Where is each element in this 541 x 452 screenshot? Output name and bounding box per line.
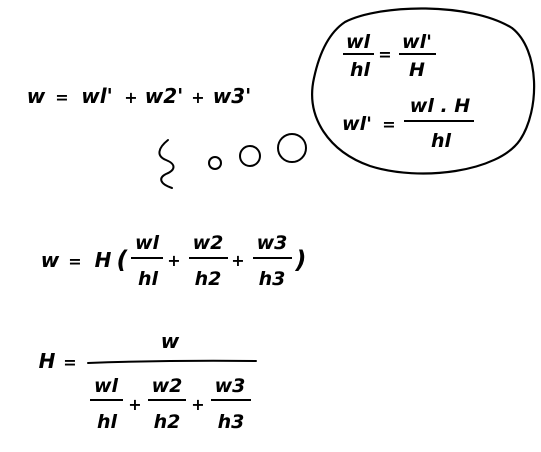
sum-w: w: [27, 84, 46, 108]
solved-equals-sign: =: [63, 353, 76, 372]
solved-fraction-1-numerator: wl: [94, 375, 119, 397]
sum-equation: w = wl' + w2' + w3': [27, 84, 252, 108]
sum-term-3: w3': [213, 84, 252, 108]
factored-fraction-3-numerator: w3: [257, 232, 288, 254]
factored-h: H: [95, 248, 112, 272]
factored-equation: w = H ( wl hl + w2 h2 + w3 h3 ): [41, 232, 307, 290]
solve-denominator: hl: [431, 130, 452, 152]
sum-term-2: w2': [145, 84, 184, 108]
sum-plus-2: +: [191, 88, 204, 107]
factored-fraction-3-denominator: h3: [259, 268, 286, 290]
solved-fraction-3-denominator: h3: [218, 411, 245, 433]
ratio-lhs-denominator: hl: [350, 59, 371, 81]
sum-equals-sign: =: [55, 88, 68, 107]
solved-plus-2: +: [191, 395, 204, 414]
solved-plus-1: +: [128, 395, 141, 414]
factored-right-paren: ): [295, 246, 307, 274]
ratio-equals-sign: =: [378, 45, 391, 64]
factored-fraction-2-denominator: h2: [195, 268, 222, 290]
ratio-rhs-numerator: wl': [402, 31, 432, 53]
medium-bubble-circle: [239, 145, 261, 167]
solved-main-fraction-bar: [87, 359, 257, 364]
solved-fraction-3-numerator: w3: [215, 375, 246, 397]
small-bubble-circle: [208, 156, 222, 170]
factored-plus-2: +: [231, 251, 244, 270]
solve-equation: wl' = wl . H hl: [342, 95, 474, 152]
thought-bubble-outline: [311, 7, 536, 175]
factored-equals-sign: =: [68, 252, 81, 271]
solved-fraction-2-numerator: w2: [152, 375, 183, 397]
ratio-lhs-numerator: wl: [346, 31, 371, 53]
solved-h: H: [39, 349, 56, 373]
factored-fraction-1-numerator: wl: [135, 232, 160, 254]
factored-left-paren: (: [117, 246, 129, 274]
sum-term-1: wl': [81, 84, 112, 108]
large-bubble-circle: [277, 133, 307, 163]
solve-equals-sign: =: [382, 115, 395, 134]
factored-fraction-2-numerator: w2: [193, 232, 224, 254]
solved-fraction-2-denominator: h2: [154, 411, 181, 433]
factored-fraction-1-denominator: hl: [138, 268, 159, 290]
solved-fraction-1-denominator: hl: [97, 411, 118, 433]
ratio-equation: wl hl = wl' H: [343, 31, 436, 81]
solved-equation: H = w wl hl + w2 h2 + w3 h3: [39, 329, 257, 433]
ratio-rhs-denominator: H: [409, 59, 425, 81]
solve-numerator: wl . H: [410, 95, 471, 117]
solved-numerator: w: [161, 329, 180, 353]
thought-bubble: wl hl = wl' H wl' = wl . H hl: [311, 7, 536, 175]
solve-lhs: wl': [342, 113, 372, 135]
sum-plus-1: +: [124, 88, 137, 107]
factored-plus-1: +: [167, 251, 180, 270]
thought-trail: [158, 133, 307, 189]
squiggle-mark: [158, 139, 175, 189]
factored-w: w: [41, 248, 60, 272]
